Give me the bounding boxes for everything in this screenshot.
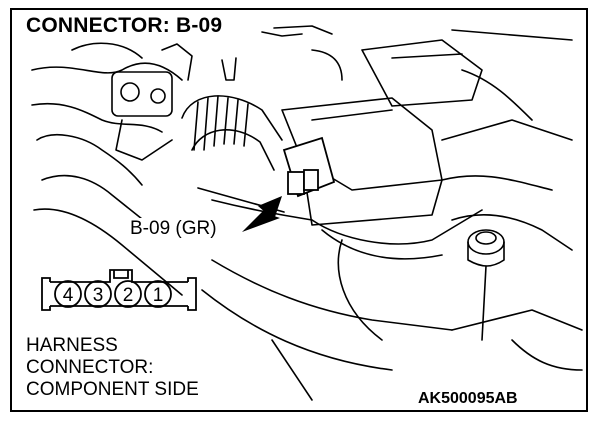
connector-title: CONNECTOR: B-09 bbox=[24, 14, 225, 38]
harness-connector-caption: HARNESS CONNECTOR: COMPONENT SIDE bbox=[24, 335, 201, 401]
diagram-frame: CONNECTOR: B-09 B-09 (GR) 4 3 2 1 HARNES… bbox=[10, 8, 588, 412]
pin-1 bbox=[144, 280, 172, 308]
caption-line-2: CONNECTOR: bbox=[26, 357, 154, 378]
caption-line-3: COMPONENT SIDE bbox=[26, 379, 199, 400]
caption-line-1: HARNESS bbox=[26, 335, 118, 356]
pin-label-3: 3 bbox=[93, 285, 104, 306]
harness-connector-pinout: 4 3 2 1 bbox=[41, 269, 197, 311]
figure-code: AK500095AB bbox=[416, 390, 520, 408]
engine-bay-illustration bbox=[31, 25, 583, 401]
connector-callout-label: B-09 (GR) bbox=[128, 218, 219, 240]
pin-label-1: 1 bbox=[153, 285, 164, 306]
pin-4 bbox=[54, 280, 82, 308]
pin-label-2: 2 bbox=[123, 285, 134, 306]
pin-3 bbox=[84, 280, 112, 308]
pin-2 bbox=[114, 280, 142, 308]
pin-label-4: 4 bbox=[63, 285, 74, 306]
